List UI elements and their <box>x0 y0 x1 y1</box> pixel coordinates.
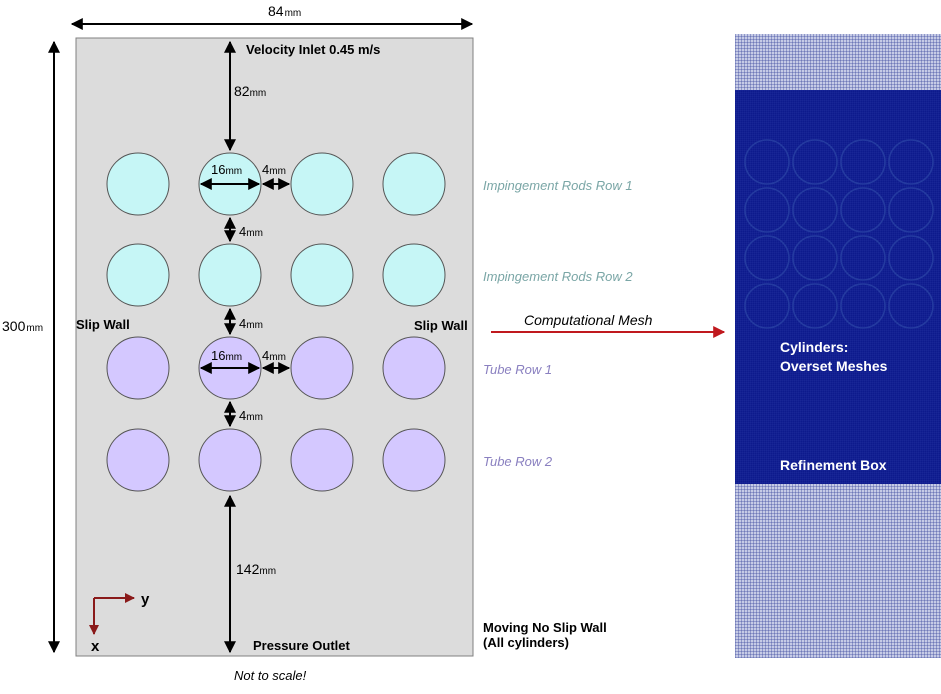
cylinders-label: Cylinders: <box>780 339 848 355</box>
tube <box>290 336 354 400</box>
diameter-label: 16mm <box>211 348 242 363</box>
outlet-label: Pressure Outlet <box>253 638 350 653</box>
tube <box>382 428 446 492</box>
tube <box>106 336 170 400</box>
overset-cylinder <box>792 283 838 329</box>
width-dimension-label: 84mm <box>268 3 301 19</box>
row-label: Tube Row 1 <box>483 362 552 377</box>
overset-cylinder <box>888 283 934 329</box>
gap-label: 4mm <box>262 348 286 363</box>
impingement-rod <box>382 243 446 307</box>
overset-cylinder <box>888 235 934 281</box>
refinement-box-label: Refinement Box <box>780 457 887 473</box>
impingement-rod <box>106 152 170 216</box>
row-label: Impingement Rods Row 1 <box>483 178 633 193</box>
y-axis-label: y <box>141 591 150 608</box>
overset-cylinder <box>840 283 886 329</box>
overset-cylinder <box>792 235 838 281</box>
gap-label: 4mm <box>239 224 263 239</box>
tube <box>106 428 170 492</box>
height-dimension-label: 300mm <box>2 318 43 334</box>
overset-cylinder <box>744 139 790 185</box>
tube <box>382 336 446 400</box>
impingement-rod <box>382 152 446 216</box>
overset-cylinder <box>840 139 886 185</box>
gap-label: 4mm <box>262 162 286 177</box>
impingement-rod <box>106 243 170 307</box>
overset-cylinder <box>840 235 886 281</box>
computational-mesh: Cylinders: Overset Meshes Refinement Box <box>735 34 941 658</box>
not-to-scale-note: Not to scale! <box>234 668 307 683</box>
tube <box>290 428 354 492</box>
x-axis-label: x <box>91 638 100 655</box>
overset-cylinder <box>840 187 886 233</box>
mesh-arrow-label: Computational Mesh <box>524 312 653 328</box>
overset-cylinder <box>744 235 790 281</box>
cylinder-array <box>106 152 446 492</box>
moving-wall-sublabel: (All cylinders) <box>483 635 569 650</box>
overset-cylinder <box>744 283 790 329</box>
inlet-gap-label: 82mm <box>234 83 266 99</box>
refinement-box <box>735 90 941 484</box>
overset-mesh-outlines <box>744 139 934 329</box>
impingement-rod <box>290 152 354 216</box>
gap-label: 4mm <box>239 316 263 331</box>
row-label: Tube Row 2 <box>483 454 553 469</box>
slip-wall-left-label: Slip Wall <box>76 317 130 332</box>
overset-cylinder <box>888 139 934 185</box>
slip-wall-right-label: Slip Wall <box>414 318 468 333</box>
overset-meshes-label: Overset Meshes <box>780 358 888 374</box>
overset-cylinder <box>792 139 838 185</box>
impingement-rod <box>198 243 262 307</box>
overset-cylinder <box>792 187 838 233</box>
overset-cylinder <box>744 187 790 233</box>
row-label: Impingement Rods Row 2 <box>483 269 633 284</box>
diameter-label: 16mm <box>211 162 242 177</box>
moving-wall-label: Moving No Slip Wall <box>483 620 607 635</box>
impingement-rod <box>290 243 354 307</box>
tube <box>198 428 262 492</box>
inlet-label: Velocity Inlet 0.45 m/s <box>246 42 380 57</box>
outlet-gap-label: 142mm <box>236 561 276 577</box>
gap-label: 4mm <box>239 408 263 423</box>
overset-cylinder <box>888 187 934 233</box>
